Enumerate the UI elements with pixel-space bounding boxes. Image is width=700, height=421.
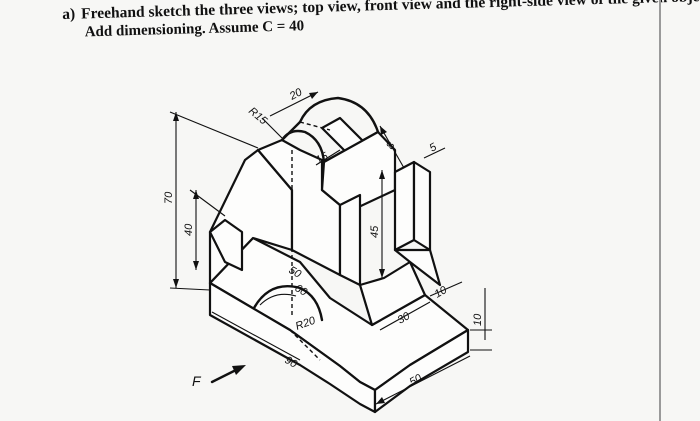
dim-40-label: 40 (183, 223, 195, 236)
dim-r15-label: R15 (246, 105, 270, 128)
dim-40-arrow-top (193, 190, 199, 199)
base-semicircle-cut (252, 285, 324, 322)
base-right-face (373, 328, 470, 414)
dim-70-ext-top (169, 111, 259, 149)
right-post-side (412, 160, 432, 252)
photo-edge (659, 0, 661, 421)
dim-10b-label: 10 (472, 313, 484, 326)
dim-50b-line (375, 355, 471, 405)
channel-floor (358, 260, 427, 327)
dim-10a-line (429, 281, 463, 297)
dim-90-line (211, 311, 301, 361)
front-arrow-head (232, 365, 246, 375)
dim-70-arrow-bottom (173, 279, 179, 288)
dim-45-arrow-bottom (379, 269, 385, 278)
dim-45-label: 45 (369, 225, 381, 238)
dim-40-arrow-bottom (193, 261, 199, 270)
upper-right-face (320, 130, 397, 214)
dim-70-label: 70 (163, 191, 175, 204)
dim-45-arrow-top (379, 170, 385, 179)
hidden-line-arch (299, 121, 331, 131)
arch-rear-curve (298, 96, 380, 134)
dim-30-line (379, 301, 431, 331)
channel-wall-left (338, 193, 362, 287)
dim-20-arrow (309, 92, 318, 99)
dim-15-leader (315, 149, 341, 166)
left-step-face (208, 218, 244, 272)
dim-8-arrow (380, 126, 387, 135)
dim-20-label: 20 (287, 86, 305, 103)
front-marker-label: F (192, 373, 202, 389)
arch-top-link-left (280, 120, 302, 142)
dim-r15-leader (261, 117, 283, 139)
dim-70-arrow-top (173, 112, 179, 121)
hidden-line-base (289, 329, 321, 361)
right-post-front (393, 160, 416, 252)
dim-10a-label: 10 (433, 284, 450, 301)
right-post-base (393, 248, 442, 287)
base-semicircle-depth (259, 293, 297, 306)
dim-5-label: 5 (428, 141, 440, 155)
dim-5-line (423, 147, 446, 159)
dim-70-ext-bottom (169, 287, 211, 291)
dim-50b-arrow (376, 397, 385, 404)
dim-20-line (269, 91, 319, 117)
